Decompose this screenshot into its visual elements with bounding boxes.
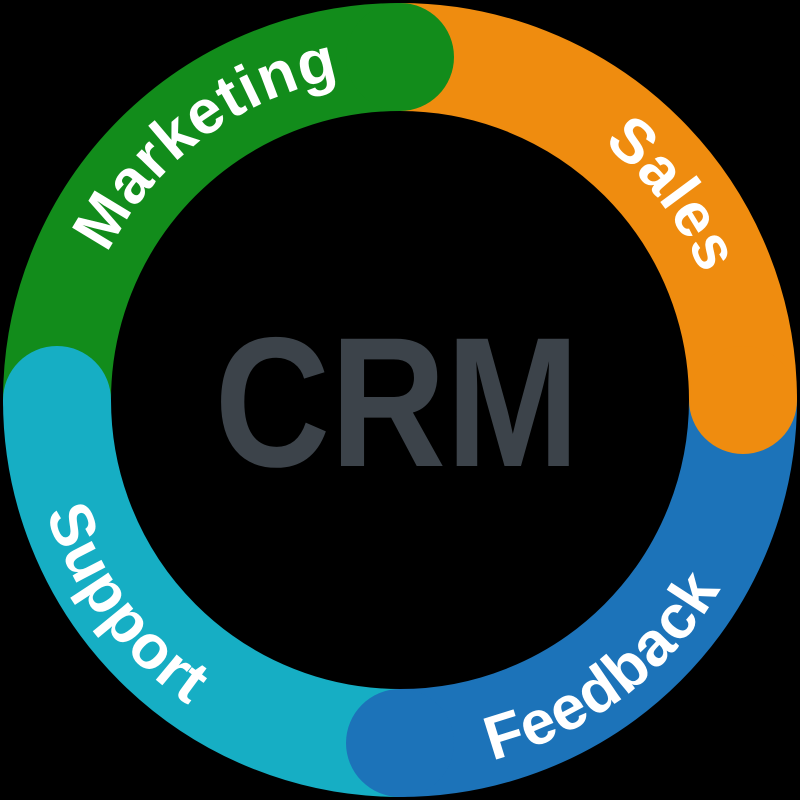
segment-cap-marketing	[346, 3, 454, 111]
segment-cap-feedback	[346, 689, 454, 797]
segment-cap-support	[3, 346, 111, 454]
segment-arc-sales	[399, 3, 797, 401]
center-title: CRM	[215, 300, 580, 506]
segment-cap-sales	[689, 346, 797, 454]
segment-arc-marketing	[3, 3, 401, 401]
segment-arc-feedback	[399, 399, 797, 797]
segment-arc-support	[3, 399, 401, 797]
